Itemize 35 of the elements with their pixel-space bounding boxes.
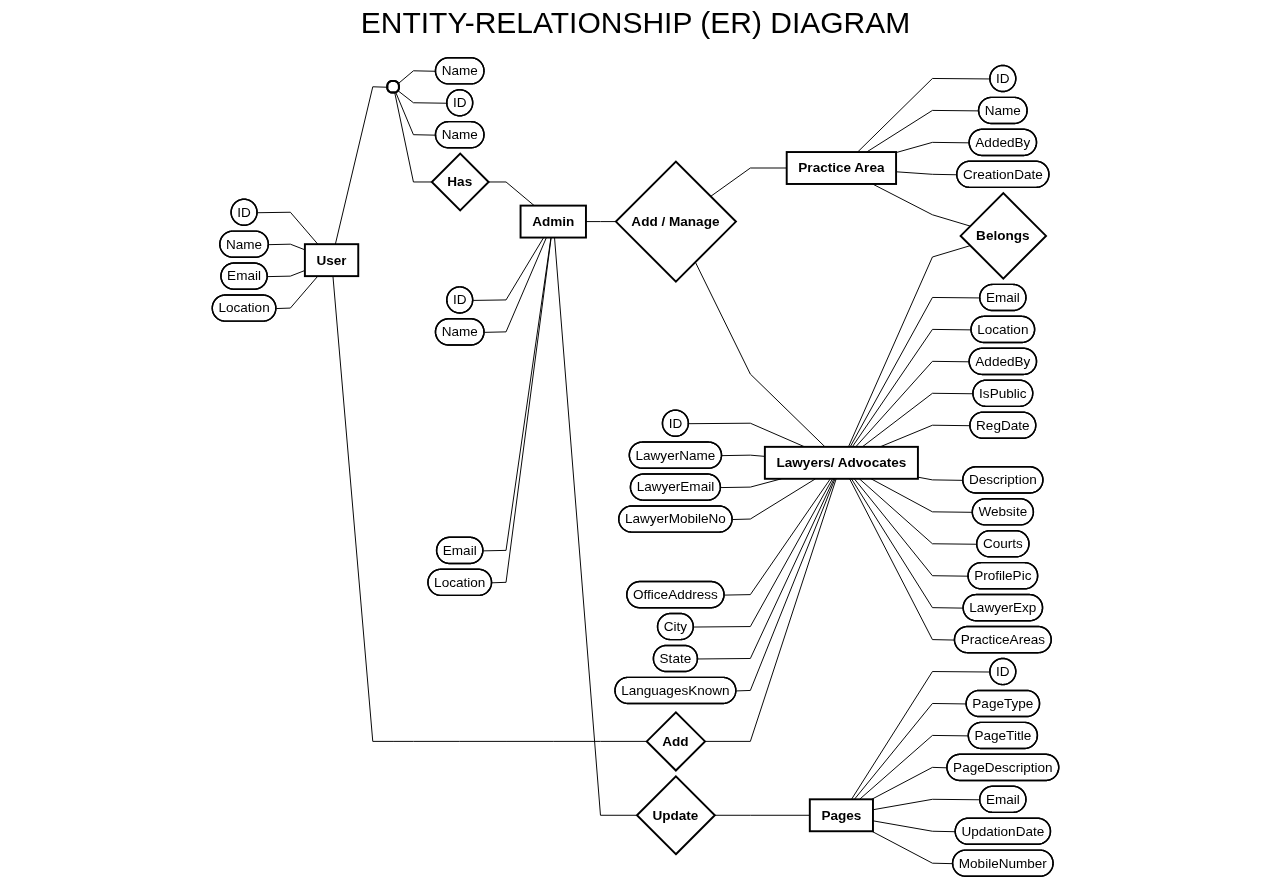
connector <box>694 261 826 448</box>
node-box: Practice Area <box>785 151 898 185</box>
connector <box>482 237 552 552</box>
connector <box>704 478 837 742</box>
connector <box>275 275 319 310</box>
connector <box>724 478 831 596</box>
connector <box>257 211 319 245</box>
connector <box>697 478 835 660</box>
node-diamond: Add / Manage <box>614 160 738 283</box>
connector <box>554 237 637 816</box>
connector <box>491 237 552 584</box>
node-box: Lawyers/ Advocates <box>763 445 919 480</box>
connector <box>732 478 816 520</box>
connector <box>472 237 545 301</box>
node-diamond: Update <box>635 774 717 856</box>
node-box: Pages <box>808 798 874 833</box>
diagram-title: ENTITY-RELATIONSHIP (ER) DIAGRAM <box>359 6 912 40</box>
connector <box>847 245 971 448</box>
connector <box>334 86 389 245</box>
connector <box>851 328 972 448</box>
node-box: User <box>303 243 360 278</box>
node-box: Admin <box>519 204 587 239</box>
node-diamond: Add <box>645 710 707 772</box>
connector <box>693 478 833 628</box>
node-diamond: Has <box>430 152 490 212</box>
connector <box>585 221 616 223</box>
connector <box>872 183 971 227</box>
connector <box>394 92 432 183</box>
connector <box>332 275 647 742</box>
connector <box>735 478 836 692</box>
connector <box>483 237 547 333</box>
connector <box>853 703 968 800</box>
connector <box>853 478 969 577</box>
node-diamond: Belongs <box>959 191 1048 280</box>
connector <box>487 181 535 207</box>
